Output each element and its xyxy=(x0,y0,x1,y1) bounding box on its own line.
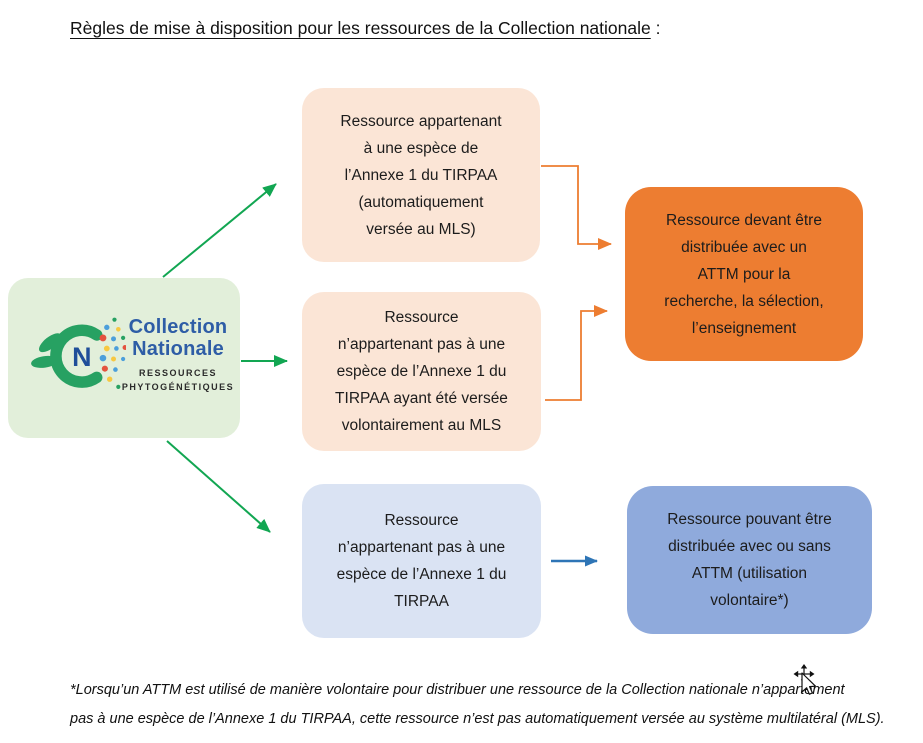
box-attm-required: Ressource devant être distribuée avec un… xyxy=(625,187,863,361)
logo-text-block: Collection Nationale RESSOURCES PHYTOGÉN… xyxy=(116,316,240,394)
box-attm-optional: Ressource pouvant être distribuée avec o… xyxy=(627,486,872,634)
footnote: *Lorsqu’un ATTM est utilisé de manière v… xyxy=(70,682,885,727)
page-title-underlined: Règles de mise à disposition pour les re… xyxy=(70,18,651,38)
logo-c-arc xyxy=(50,324,103,388)
box-non-annex1: Ressource n’appartenant pas à une espèce… xyxy=(302,484,541,638)
collection-nationale-box: N Collection Nation xyxy=(8,278,240,438)
logo-subtitle: RESSOURCES PHYTOGÉNÉTIQUES xyxy=(121,368,235,392)
box-annex1-auto-mls: Ressource appartenant à une espèce de l’… xyxy=(302,88,540,262)
logo-monogram-n: N xyxy=(72,342,91,372)
page-title: Règles de mise à disposition pour les re… xyxy=(70,18,660,39)
page-title-colon: : xyxy=(650,18,661,38)
collection-nationale-logo-icon: N xyxy=(31,317,126,389)
arrow-non-annex1-mls-to-attm-required xyxy=(545,305,608,401)
logo-dots xyxy=(99,317,126,389)
logo-leaf xyxy=(38,333,62,353)
arrow-annex1-to-attm-required xyxy=(541,165,612,250)
logo-brand-name: Collection Nationale xyxy=(128,316,228,360)
box-non-annex1-voluntary-mls: Ressource n’appartenant pas à une espèce… xyxy=(302,292,541,451)
arrow-logo-to-annex1 xyxy=(162,183,277,278)
arrow-logo-to-non-annex1 xyxy=(166,440,271,533)
